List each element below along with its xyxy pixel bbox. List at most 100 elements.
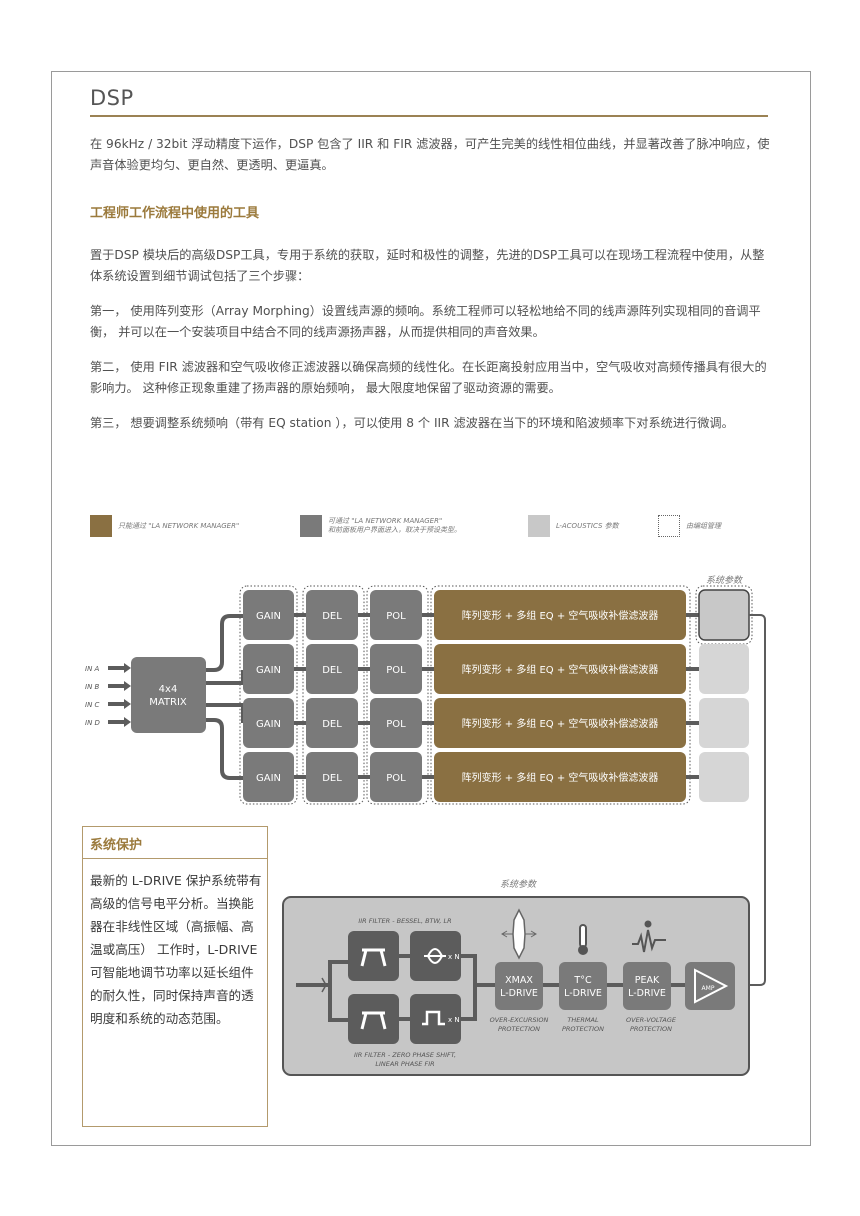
amp-block [685,962,735,1010]
eq-filter-block-bottom [410,994,461,1044]
legend-swatch [528,515,550,537]
xmax-caption-line2: PROTECTION [498,1025,540,1033]
tools-paragraph: 置于DSP 模块后的高级DSP工具，专用于系统的获取，延时和极性的调整，先进的D… [90,248,765,283]
lowpass-filter-icon [360,948,387,967]
peak-caption-line1: OVER-VOLTAGE [626,1016,677,1024]
filter-split [296,960,348,1022]
polarity-block [370,644,422,694]
legend-item-light-gray: L-ACOUSTICS 参数 [528,515,706,537]
page-title: DSP [90,86,134,110]
iir-top-caption: IIR FILTER - BESSEL, BTW, LR [358,917,451,925]
eq-label: 阵列变形 + 多组 EQ + 空气吸收补偿滤波器 [462,717,659,730]
legend-item-dark-gray: 可通过 "LA NETWORK MANAGER"和前面板用户界面进入，取决于预设… [300,515,478,537]
legend-label: L-ACOUSTICS 参数 [556,521,619,530]
peak-label-line1: PEAK [635,975,660,986]
crossover-filter-block-top [348,931,399,981]
xmax-ldrive-block [495,962,543,1010]
excursion-icon [501,908,537,960]
page-frame [51,71,811,1146]
intro-paragraph: 在 96kHz / 32bit 浮动精度下运作，DSP 包含了 IIR 和 FI… [90,137,770,172]
crossover-filter-block-bottom [348,994,399,1044]
system-param-square [699,752,749,802]
legend-swatch [300,515,322,537]
matrix-label-line1: 4x4 [159,684,178,695]
multiplier-label: x N [448,953,460,961]
input-labels: IN A IN B IN C IN D [85,665,101,727]
delay-label: DEL [322,719,342,730]
delay-label: DEL [322,773,342,784]
polarity-label: POL [386,611,406,622]
eq-group-outline [430,585,691,805]
thermal-label-line2: L-DRIVE [564,988,602,999]
polarity-block [370,698,422,748]
gain-block [243,590,294,640]
amplifier-icon [694,968,729,1004]
processing-rows: GAIN DEL POL 阵列变形 + 多组 EQ + 空气吸收补偿滤波器 GAIN DE… [243,590,699,802]
input-a-label: IN A [85,665,100,673]
protection-title-rule [82,858,268,859]
system-param-square [698,589,750,641]
xmax-label-line2: L-DRIVE [500,988,538,999]
legend-item-dotted: 由编组管理 [658,515,836,537]
input-arrows [108,663,131,727]
output-connector [737,614,766,986]
polarity-block [370,590,422,640]
eq-block [434,698,686,748]
highpass-filter-icon [360,1011,387,1030]
gain-block [243,698,294,748]
eq-block [434,590,686,640]
eq-block [434,752,686,802]
eq-block [434,644,686,694]
matrix-routing [206,614,245,780]
voltage-peak-icon [632,920,666,953]
notch-filter-icon [422,1010,445,1026]
gain-group-outline [239,585,298,805]
filter-merge [461,954,495,1021]
polarity-label: POL [386,665,406,676]
eq-label: 阵列变形 + 多组 EQ + 空气吸收补偿滤波器 [462,609,659,622]
legend-item-gold: 只能通过 "LA NETWORK MANAGER" [90,515,268,537]
input-c-label: IN C [85,701,100,709]
delay-label: DEL [322,665,342,676]
delay-block [306,590,358,640]
peak-ldrive-block [623,962,671,1010]
peak-label-line2: L-DRIVE [628,988,666,999]
amp-label: AMP [702,985,715,992]
split-attenuator-icon [321,977,327,993]
xmax-caption-line1: OVER-EXCURSION [490,1016,549,1024]
delay-label: DEL [322,611,342,622]
matrix-block [131,657,206,733]
eq-label: 阵列变形 + 多组 EQ + 空气吸收补偿滤波器 [462,663,659,676]
gain-block [243,752,294,802]
step-one: 第一， 使用阵列变形（Array Morphing）设置线声源的频响。系统工程师… [90,304,761,339]
multiplier-label: x N [448,1016,460,1024]
legend-label: 只能通过 "LA NETWORK MANAGER" [118,521,240,530]
polarity-block [370,752,422,802]
title-underline [90,115,768,117]
polarity-label: POL [386,773,406,784]
thermal-label-line1: T°C [573,975,592,986]
gain-label: GAIN [256,719,281,730]
system-param-square [699,644,749,694]
matrix-label-line2: MATRIX [149,697,187,708]
thermometer-icon [578,924,588,955]
thermal-ldrive-block [559,962,607,1010]
eq-label: 阵列变形 + 多组 EQ + 空气吸收补偿滤波器 [462,771,659,784]
system-params-top-label: 系统参数 [706,575,743,586]
thermal-caption-line1: THERMAL [567,1016,599,1024]
peak-caption-line2: PROTECTION [630,1025,672,1033]
iir-bottom-caption-line2: LINEAR PHASE FIR [375,1060,434,1068]
step-three: 第三， 想要调整系统频响（带有 EQ station ），可以使用 8 个 II… [90,416,734,430]
legend-label: 由编组管理 [686,521,721,530]
delay-block [306,752,358,802]
system-param-square [699,698,749,748]
gain-block [243,644,294,694]
gain-label: GAIN [256,773,281,784]
thermal-caption-line2: PROTECTION [562,1025,604,1033]
peak-filter-icon [424,948,446,964]
iir-bottom-caption-line1: IIR FILTER - ZERO PHASE SHIFT, [354,1051,456,1059]
delay-block [306,698,358,748]
system-params-bottom-label: 系统参数 [500,879,537,890]
legend-swatch [90,515,112,537]
